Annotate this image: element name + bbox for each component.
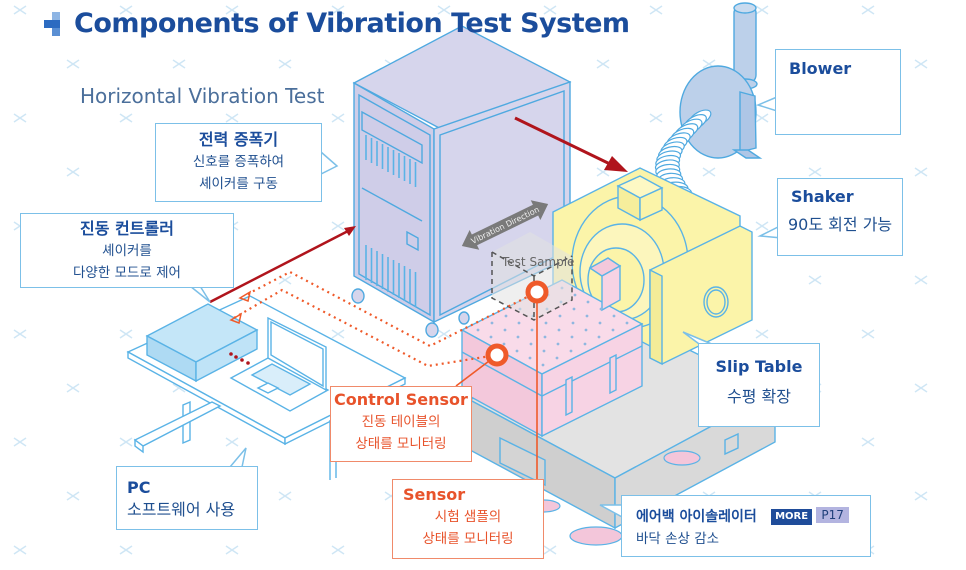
mounting-hole <box>516 335 520 339</box>
callout-heading: Blower <box>789 59 852 78</box>
mounting-hole <box>586 300 590 304</box>
callout-heading: PC <box>127 478 151 497</box>
callout-line: 상태를 모니터링 <box>422 531 514 547</box>
callout-line: 시험 샘플의 <box>434 509 502 525</box>
mounting-hole <box>541 363 545 367</box>
page-reference-link[interactable]: P17 <box>816 507 849 523</box>
callout-slip-table: Slip Table 수평 확장 <box>698 343 820 427</box>
mounting-hole <box>571 321 575 325</box>
mounting-hole <box>557 328 561 332</box>
callout-line: 신호를 증폭하여 <box>192 154 285 170</box>
mounting-hole <box>530 328 534 332</box>
mounting-hole <box>598 321 602 325</box>
more-link[interactable]: MORE <box>771 509 813 525</box>
amplifier-vents <box>365 135 417 307</box>
blower <box>679 2 763 159</box>
mounting-hole <box>490 321 494 325</box>
callout-line: 셰이커를 구동 <box>199 176 278 192</box>
mounting-hole <box>597 335 601 339</box>
callout-line: 상태를 모니터링 <box>355 436 447 452</box>
mounting-hole <box>556 342 560 346</box>
mounting-hole <box>583 342 587 346</box>
mounting-hole <box>558 314 562 318</box>
callout-line: 진동 테이블의 <box>361 414 441 430</box>
sensor-feedback-lines <box>233 270 538 368</box>
callout-line: 셰이커를 <box>102 243 152 259</box>
power-amplifier-cabinet <box>352 25 572 324</box>
callout-power-amplifier: 전력 증폭기 신호를 증폭하여 셰이커를 구동 <box>155 123 322 202</box>
callout-heading: 진동 컨트롤러 <box>80 219 174 238</box>
title-mark-icon <box>44 12 66 36</box>
mounting-hole <box>555 356 559 360</box>
mounting-hole <box>542 349 546 353</box>
mounting-hole <box>517 321 521 325</box>
mounting-hole <box>612 314 616 318</box>
mounting-hole <box>584 328 588 332</box>
title-text: Components of Vibration Test System <box>74 8 630 39</box>
mounting-hole <box>489 335 493 339</box>
callout-line: 다양한 모드로 제어 <box>73 265 181 281</box>
amplifier-casters <box>351 288 470 338</box>
mounting-hole <box>502 342 506 346</box>
callout-heading: 전력 증폭기 <box>198 130 279 149</box>
callout-heading: Shaker <box>791 187 854 206</box>
callout-vibration-controller: 진동 컨트롤러 셰이커를 다양한 모드로 제어 <box>20 213 234 288</box>
callout-heading: 에어백 아이솔레이터 <box>636 509 757 525</box>
test-sample: Test Sample <box>491 232 574 321</box>
sample-sensor <box>525 280 549 480</box>
callout-line: 90도 회전 가능 <box>788 215 893 234</box>
mounting-hole <box>573 293 577 297</box>
mounting-hole <box>544 321 548 325</box>
callout-line: 소프트웨어 사용 <box>127 500 236 519</box>
mounting-hole <box>611 328 615 332</box>
mounting-hole <box>572 307 576 311</box>
subtitle: Horizontal Vibration Test <box>80 84 325 108</box>
callout-heading: Slip Table <box>715 357 803 376</box>
mounting-hole <box>476 328 480 332</box>
laptop <box>229 316 330 412</box>
callout-heading: Sensor <box>403 485 466 504</box>
test-sample-label: Test Sample <box>501 255 574 269</box>
drive-signal-arrows <box>209 116 628 304</box>
mounting-hole <box>570 335 574 339</box>
mounting-hole <box>625 321 629 325</box>
callout-shaker: Shaker 90도 회전 가능 <box>777 178 903 256</box>
callout-line: 바닥 손상 감소 <box>636 531 720 547</box>
mounting-hole <box>543 335 547 339</box>
controller-pc-link <box>229 352 250 365</box>
callout-pc: PC 소프트웨어 사용 <box>116 466 258 530</box>
mounting-hole <box>515 349 519 353</box>
mounting-hole <box>599 307 603 311</box>
mounting-hole <box>529 342 533 346</box>
air-bag-isolators <box>527 450 701 546</box>
sensor-feedback-arrowheads <box>229 290 252 325</box>
callout-sensor: Sensor 시험 샘플의 상태를 모니터링 <box>392 479 544 559</box>
page-title: Components of Vibration Test System <box>44 8 630 39</box>
callout-control-sensor: Control Sensor 진동 테이블의 상태를 모니터링 <box>330 386 472 462</box>
mounting-hole <box>585 314 589 318</box>
callout-heading: Control Sensor <box>334 390 468 409</box>
vibration-controller-device <box>145 303 259 383</box>
callout-blower: Blower <box>775 49 901 135</box>
mounting-hole <box>504 314 508 318</box>
mounting-hole <box>503 328 507 332</box>
mounting-hole <box>569 349 573 353</box>
mounting-hole <box>528 356 532 360</box>
callout-air-bag-isolator: 에어백 아이솔레이터 MORE P17 바닥 손상 감소 <box>621 495 871 557</box>
control-sensor <box>455 343 509 387</box>
callout-line: 수평 확장 <box>727 387 791 406</box>
